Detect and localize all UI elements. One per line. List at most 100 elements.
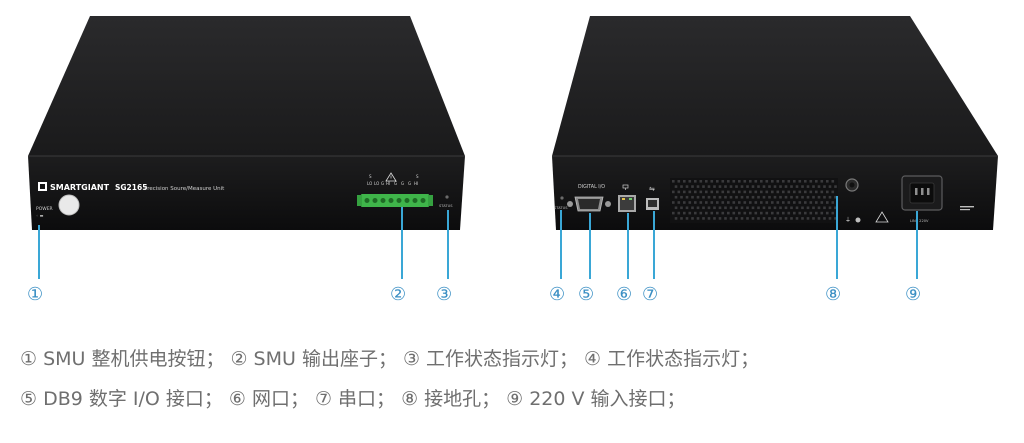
vent-hole [732,201,736,204]
vent-hole [721,190,725,194]
callout-line-1 [38,225,40,279]
vent-hole [677,180,681,183]
vent-hole [710,211,714,215]
callout-line-7 [653,211,655,279]
usb-serial-port[interactable] [646,198,659,210]
vent-hole [696,185,700,188]
ethernet-port[interactable] [618,195,636,212]
vent-hole [694,211,697,215]
vent-hole [776,211,780,215]
vent-hole [779,195,782,199]
vent-hole [787,180,791,183]
power-label: POWER [36,206,53,212]
vent-hole [784,206,788,210]
vent-hole [710,190,714,194]
vent-hole [727,201,730,204]
network-icon [622,184,629,190]
vent-hole [716,190,719,194]
power-button[interactable] [58,194,80,216]
vent-hole [688,201,692,204]
marker-1: ① [27,284,44,305]
callout-line-6 [627,213,629,279]
vent-hole [765,211,769,215]
vent-hole [713,217,716,220]
vent-hole [820,211,824,215]
warning-triangle-icon [385,172,397,182]
vent-hole [732,180,736,183]
vent-hole [773,217,777,220]
vent-hole [672,201,675,204]
marker-4: ④ [549,284,566,305]
vent-hole [735,217,738,220]
vent-hole [699,180,703,183]
rear-status-label: STATUS [554,206,568,210]
db9-digital-io-port[interactable] [567,196,611,212]
terminal-label: G [408,181,411,186]
vent-hole [688,180,692,183]
marker-2: ② [390,284,407,305]
vent-hole [760,211,763,215]
vent-hole [705,211,708,215]
vent-hole [760,180,763,183]
vent-hole [806,195,810,199]
vent-hole [806,206,810,210]
vent-hole [740,195,744,199]
vent-hole [688,190,692,194]
vent-hole [801,185,804,188]
vent-hole [718,195,722,199]
model-description: Precision Soure/Measure Unit [144,186,225,192]
vent-hole [823,206,826,210]
vent-hole [828,195,832,199]
vent-hole [768,195,771,199]
vent-hole [760,201,763,204]
vent-hole [776,190,780,194]
vent-hole [674,185,678,188]
terminal-label: G [394,181,397,186]
vent-hole [754,190,758,194]
vent-hole [738,211,741,215]
terminal-label: LO [367,181,372,186]
vent-hole [738,180,741,183]
vent-hole [798,180,802,183]
vent-hole [782,180,785,183]
vent-hole [685,206,689,210]
vent-hole [702,195,705,199]
power-indicator-symbols: ◦ ▬ [36,213,44,218]
vent-hole [680,195,683,199]
vent-hole [812,206,815,210]
vent-hole [727,180,730,183]
ac-power-inlet[interactable] [901,175,943,211]
vent-hole [724,195,727,199]
vent-hole [793,211,796,215]
terminal-sense-label-right: S [416,174,419,179]
vent-hole [677,211,681,215]
vent-hole [702,217,705,220]
vent-hole [773,195,777,199]
status-led [445,195,449,199]
vent-hole [798,211,802,215]
vent-hole [707,185,711,188]
vent-hole [831,211,835,215]
vent-hole [812,217,815,220]
vent-hole [691,217,694,220]
vent-hole [674,217,678,220]
smu-output-terminal-block[interactable] [357,194,433,207]
vent-hole [680,206,683,210]
vent-hole [683,190,686,194]
vent-hole [729,217,733,220]
vent-hole [782,190,785,194]
vent-hole [735,195,738,199]
vent-hole [685,195,689,199]
vent-hole [768,206,771,210]
vent-hole [815,190,818,194]
marker-9: ⑨ [905,284,922,305]
callout-line-9 [916,211,918,279]
vent-hole [672,180,675,183]
vent-hole [713,185,716,188]
vent-hole [729,206,733,210]
vent-hole [716,211,719,215]
vent-hole [834,195,837,199]
vent-hole [757,206,760,210]
rear-panel-image: STATUS DIGITAL I/O ⇋ ⏚ LINE 22 [552,16,998,230]
vent-hole [823,185,826,188]
